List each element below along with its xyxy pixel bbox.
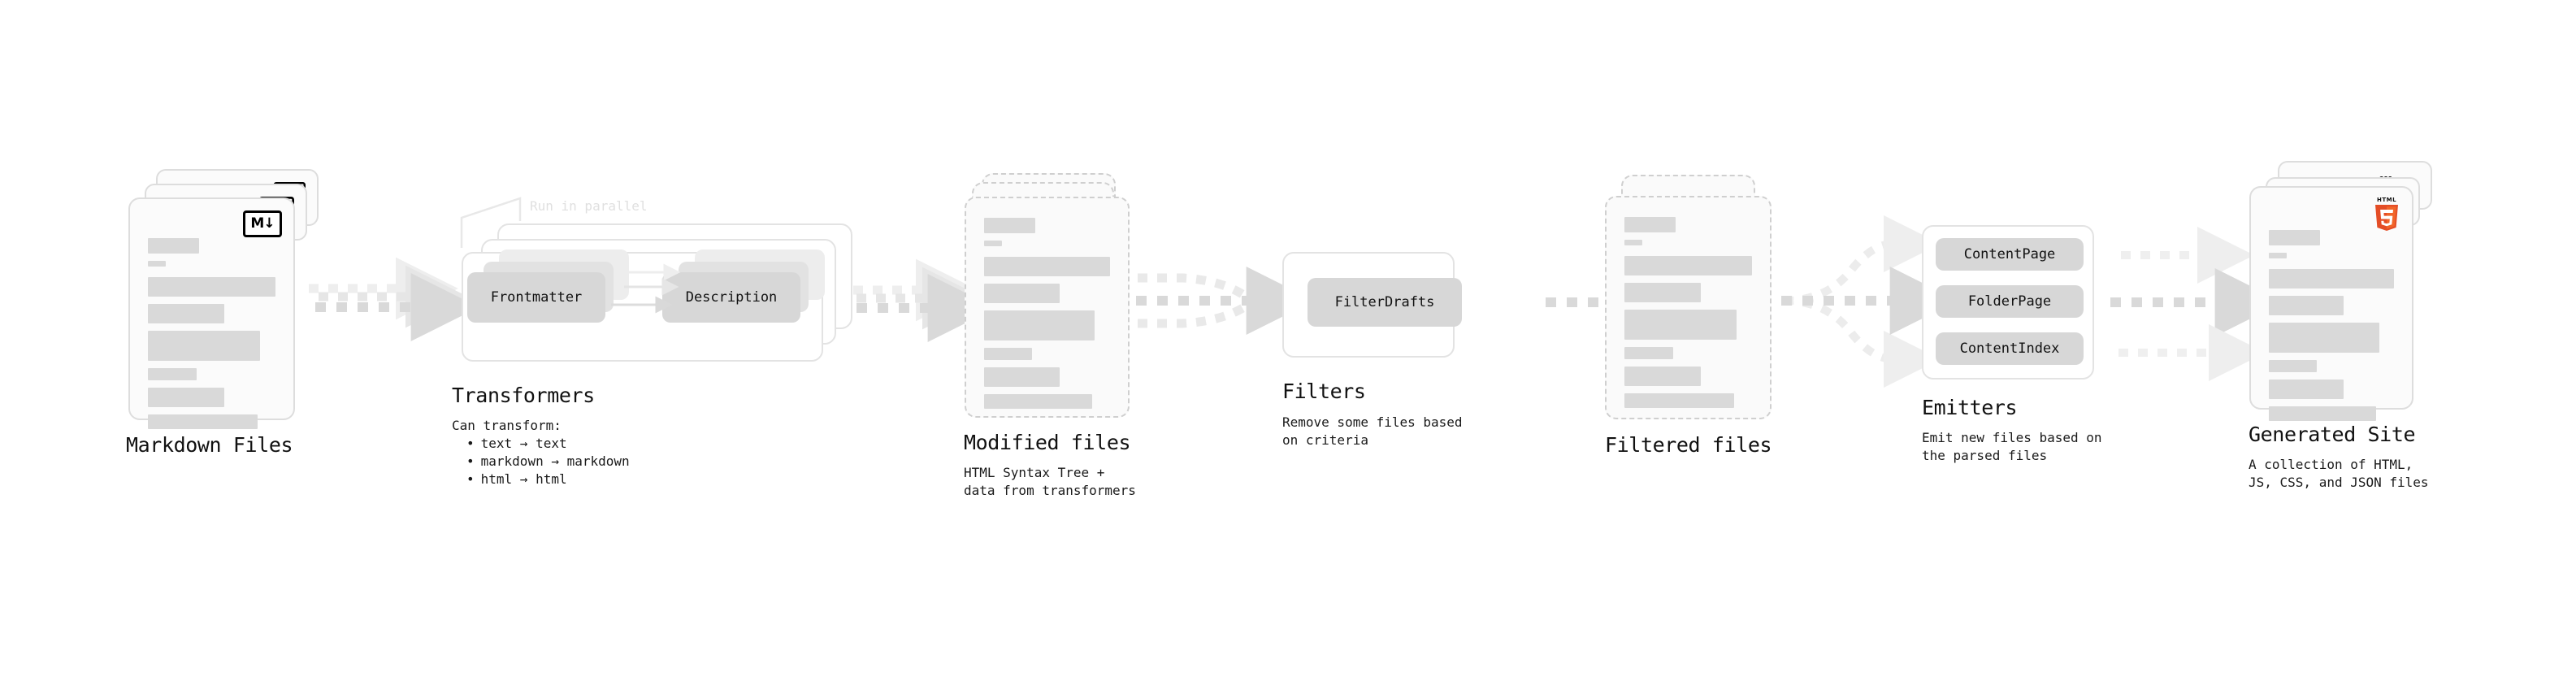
content-bar	[984, 257, 1110, 276]
arrow-modified-to-filters	[1136, 267, 1315, 335]
page-title-transformers: Transformers	[452, 384, 595, 407]
markdown-card-front[interactable]: M↓	[128, 197, 295, 429]
content-bar	[984, 284, 1060, 303]
page-title-modified-files: Modified files	[964, 431, 1131, 454]
emitter-chip-folderpage[interactable]: FolderPage	[1936, 285, 2084, 318]
content-bar	[984, 394, 1093, 409]
card-content-lines	[1624, 217, 1752, 415]
content-bar	[1624, 347, 1673, 359]
page-title-generated-site: Generated Site	[2249, 423, 2416, 446]
content-bar	[984, 310, 1095, 340]
list-item: text → text	[460, 435, 630, 453]
html5-icon-label: HTML	[2376, 197, 2397, 203]
content-bar	[984, 348, 1032, 360]
arrow-filtered-to-emitters	[1781, 215, 1958, 388]
content-bar	[984, 218, 1035, 233]
filters-panel[interactable]: FilterDrafts	[1282, 252, 1462, 358]
content-bar	[148, 277, 275, 297]
emitters-panel[interactable]: ContentPage FolderPage ContentIndex	[1922, 225, 2094, 380]
content-bar	[1624, 393, 1735, 408]
content-bar	[2269, 323, 2379, 353]
filter-chip-filterdrafts[interactable]: FilterDrafts	[1308, 278, 1462, 327]
list-item: html → html	[460, 471, 630, 488]
list-item: markdown → markdown	[460, 453, 630, 471]
page-title-emitters: Emitters	[1922, 396, 2018, 419]
emitter-chip-contentpage[interactable]: ContentPage	[1936, 238, 2084, 271]
content-bar	[2269, 406, 2377, 421]
content-bar	[148, 414, 258, 429]
content-bar	[1624, 310, 1737, 340]
content-bar	[148, 261, 166, 267]
filters-subtitle: Remove some files based on criteria	[1282, 414, 1463, 448]
content-bar	[2269, 269, 2394, 288]
markdown-icon: M↓	[243, 210, 282, 237]
modified-card-front[interactable]	[965, 197, 1130, 418]
transformers-capability-list: text → text markdown → markdown html → h…	[460, 435, 630, 488]
html5-icon: HTML	[2372, 197, 2401, 232]
content-bar	[2269, 360, 2317, 372]
content-bar	[148, 304, 225, 323]
transformers-panel-front[interactable]: Frontmatter Description	[462, 249, 825, 362]
emitter-chip-contentindex[interactable]: ContentIndex	[1936, 332, 2084, 365]
content-bar	[2269, 230, 2320, 245]
page-title-markdown-files: Markdown Files	[126, 433, 293, 457]
run-in-parallel-label: Run in parallel	[530, 198, 648, 214]
arrow-markdown-to-transformers	[309, 257, 479, 341]
content-bar	[984, 367, 1060, 387]
card-content-lines	[984, 218, 1110, 416]
page-title-filters: Filters	[1282, 380, 1366, 403]
content-bar	[148, 368, 197, 380]
arrow-emitters-to-site	[2110, 227, 2283, 381]
content-bar	[1624, 256, 1752, 275]
content-bar	[2269, 296, 2344, 315]
content-bar	[1624, 240, 1642, 245]
content-bar	[1624, 283, 1702, 302]
content-bar	[984, 241, 1002, 246]
page-title-filtered-files: Filtered files	[1605, 433, 1772, 457]
content-bar	[148, 331, 261, 361]
card-content-lines	[148, 238, 275, 436]
content-bar	[1624, 217, 1676, 232]
content-bar	[148, 238, 199, 254]
transformer-chip-description[interactable]: Description	[662, 272, 800, 323]
generated-card-front[interactable]: HTML	[2249, 186, 2413, 421]
transformers-note-lead: Can transform:	[452, 418, 562, 433]
content-bar	[2269, 380, 2344, 399]
content-bar	[1624, 367, 1702, 386]
content-bar	[148, 388, 225, 407]
generated-site-subtitle: A collection of HTML, JS, CSS, and JSON …	[2249, 457, 2429, 490]
filtered-card-front[interactable]	[1605, 196, 1772, 419]
modified-files-subtitle: HTML Syntax Tree + data from transformer…	[964, 465, 1136, 498]
emitters-subtitle: Emit new files based on the parsed files	[1922, 430, 2102, 463]
transformer-chip-frontmatter[interactable]: Frontmatter	[467, 272, 605, 323]
content-bar	[2269, 253, 2287, 258]
card-content-lines	[2269, 230, 2394, 428]
